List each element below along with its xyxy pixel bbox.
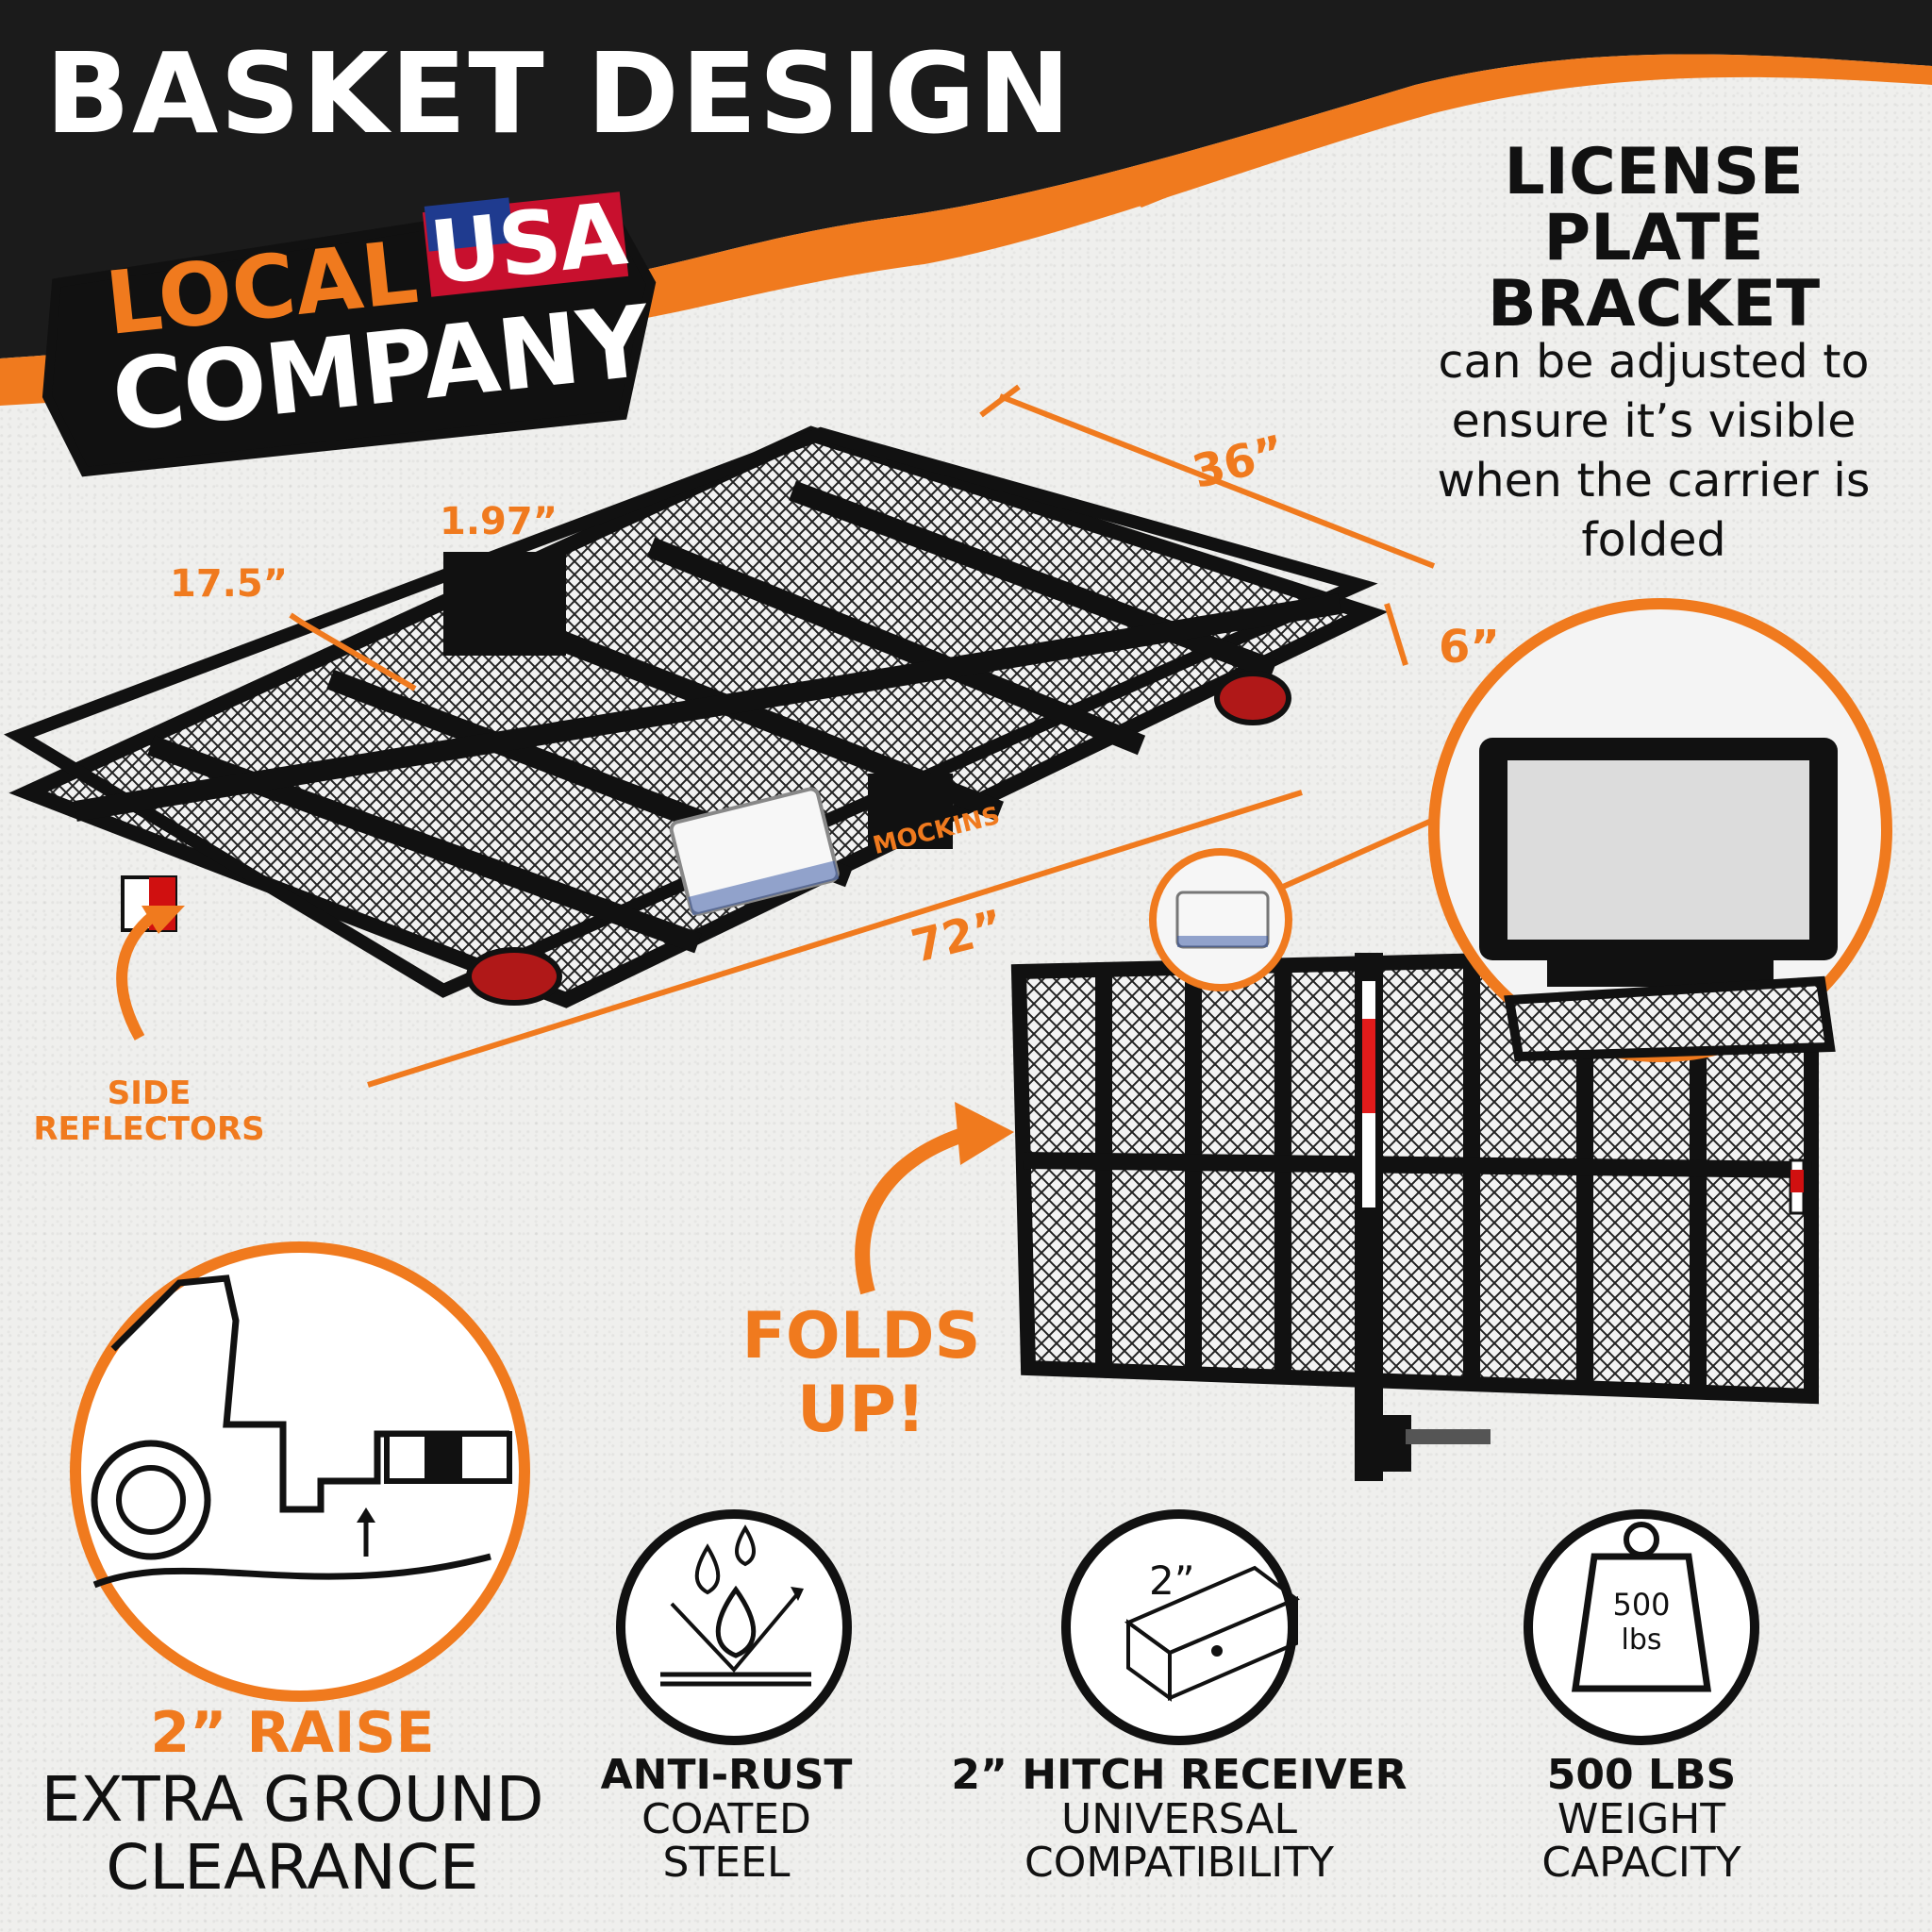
license-bracket-description: can be adjusted to ensure it’s visible w… xyxy=(1437,335,1871,567)
license-plate xyxy=(669,787,840,916)
page-title: BASKET DESIGN xyxy=(45,28,1073,158)
raise-title: 2” RAISE xyxy=(150,1700,435,1766)
dimension-depth: 17.5” xyxy=(170,562,288,606)
weight-icon-unit: lbs xyxy=(1621,1624,1661,1657)
weight-capacity-subtitle: WEIGHT CAPACITY xyxy=(1541,1795,1741,1887)
water-drops-icon xyxy=(616,1509,852,1745)
anti-rust-subtitle: COATED STEEL xyxy=(641,1795,811,1887)
anti-rust-title: ANTI-RUST xyxy=(600,1751,853,1799)
square-tube-icon: 2” xyxy=(1061,1509,1300,1745)
hitch-receiver-title: 2” HITCH RECEIVER xyxy=(951,1751,1407,1799)
vehicle-clearance-icon xyxy=(70,1241,530,1702)
hitch-icon-label: 2” xyxy=(1149,1557,1194,1604)
side-reflectors-label: SIDE REFLECTORS xyxy=(33,1074,265,1148)
dimension-tube: 1.97” xyxy=(440,500,558,543)
rear-reflector-right xyxy=(1214,671,1291,725)
hitch-receiver-subtitle: UNIVERSAL COMPATIBILITY xyxy=(1024,1795,1334,1887)
dimension-height: 6” xyxy=(1439,621,1500,674)
raise-subtitle: EXTRA GROUND CLEARANCE xyxy=(41,1763,544,1904)
weight-icon: 500 lbs xyxy=(1524,1509,1759,1745)
weight-capacity-title: 500 LBS xyxy=(1546,1751,1737,1799)
folds-up-label: FOLDS UP! xyxy=(741,1299,981,1447)
rear-reflector-left xyxy=(466,947,562,1006)
weight-icon-number: 500 xyxy=(1612,1587,1670,1623)
license-bracket-heading: LICENSE PLATE BRACKET xyxy=(1487,135,1821,341)
